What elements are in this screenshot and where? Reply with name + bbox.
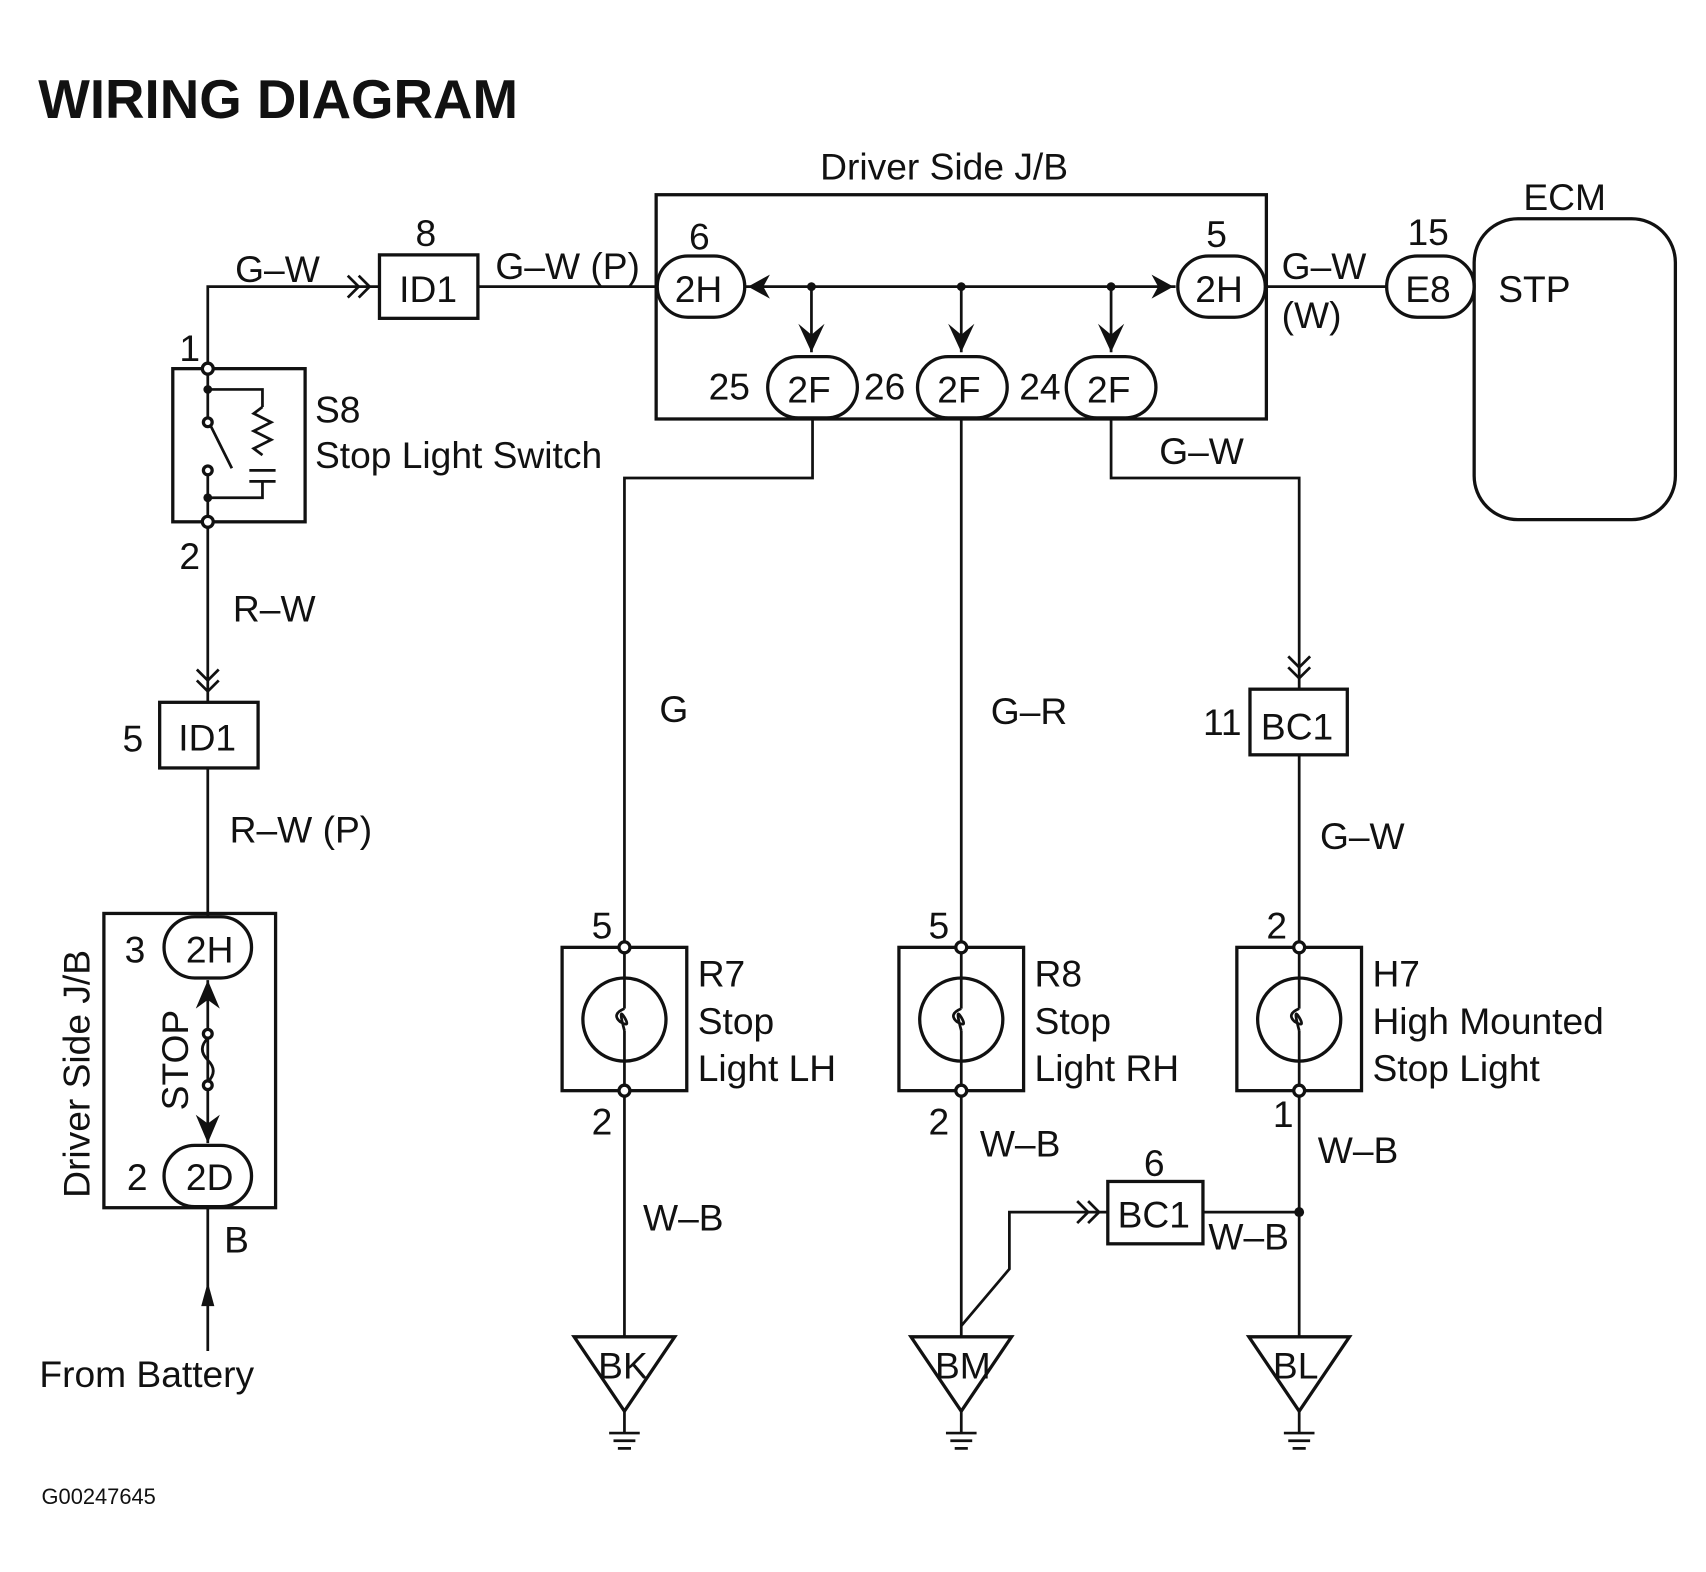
pin-label: 2 <box>127 1156 148 1198</box>
connector-bc1-6: BC1 <box>1118 1193 1190 1235</box>
pin-label: 2 <box>179 535 200 577</box>
pin-label: 26 <box>864 365 905 407</box>
lamp-name: Light LH <box>698 1047 836 1089</box>
wire-label: G–W <box>1282 245 1367 287</box>
wire-label: W–B <box>643 1197 724 1239</box>
pin-label: 2 <box>928 1100 949 1142</box>
ground-label: BK <box>598 1344 648 1386</box>
wire-label: W–B <box>1208 1215 1289 1257</box>
wire-label: B <box>224 1219 249 1261</box>
wire-label: R–W <box>233 587 316 629</box>
pin-label: 5 <box>122 718 143 760</box>
lamp-name: High Mounted <box>1372 1000 1603 1042</box>
pin-label: 5 <box>928 905 949 947</box>
switch-name: Stop Light Switch <box>315 434 602 476</box>
pin-label: 5 <box>592 905 613 947</box>
connector-2h-left: 2H <box>675 268 723 310</box>
lamp-name: Stop <box>698 1000 774 1042</box>
pin-label: 11 <box>1203 701 1242 743</box>
pin-label: 24 <box>1019 365 1060 407</box>
connector-2f-24: 2F <box>1087 369 1130 411</box>
from-battery-label: From Battery <box>39 1353 254 1395</box>
wire-label: W–B <box>1318 1129 1399 1171</box>
pin-label: 6 <box>1144 1142 1165 1184</box>
pin-label: 15 <box>1407 211 1448 253</box>
ecm: E8 15 ECM STP <box>1385 176 1678 522</box>
connector-e8: E8 <box>1405 268 1450 310</box>
left-supply: R–W ID1 5 R–W (P) Driver Side J/B 2H 3 2… <box>39 527 372 1395</box>
ground-symbol-icon <box>571 1335 678 1450</box>
pin-label: 2 <box>1266 905 1287 947</box>
lamp-code: H7 <box>1372 953 1420 995</box>
wire-label: R–W (P) <box>230 808 372 850</box>
connector-bc1-11: BC1 <box>1261 706 1333 748</box>
lamp-code: R8 <box>1035 953 1083 995</box>
pin-label: 3 <box>125 929 146 971</box>
ground-link: BC1 6 W–B <box>960 1142 1305 1327</box>
jb-left-label: Driver Side J/B <box>56 950 98 1198</box>
pin-label: 1 <box>1273 1093 1294 1135</box>
ground-label: BM <box>935 1344 991 1386</box>
pin-label: 5 <box>1206 213 1227 255</box>
lamp-name: Stop <box>1035 1000 1111 1042</box>
ground-symbol-icon <box>1245 1335 1353 1450</box>
connector-2d: 2D <box>186 1156 234 1198</box>
ground-label: BL <box>1273 1344 1318 1386</box>
top-wire: G–W ID1 8 G–W (P) G–W (W) <box>206 212 1387 369</box>
ecm-label: ECM <box>1523 176 1606 218</box>
lamp-code: R7 <box>698 953 746 995</box>
wire-label: G–W <box>235 248 320 290</box>
switch-code: S8 <box>315 388 360 430</box>
diagram-title: WIRING DIAGRAM <box>38 68 518 130</box>
lamp-feeds: G–W BC1 11 G G–R G–W <box>623 418 1405 943</box>
pin-label: 8 <box>416 212 437 254</box>
pin-label: 6 <box>689 215 710 257</box>
pin-label: 2 <box>592 1100 613 1142</box>
lamp-name: Stop Light <box>1372 1047 1540 1089</box>
connector-id1-top: ID1 <box>399 268 457 310</box>
wire-label: (W) <box>1282 294 1342 336</box>
connector-id1-left: ID1 <box>178 716 236 758</box>
connector-2f-26: 2F <box>937 369 980 411</box>
pin-label: 1 <box>179 327 200 369</box>
pin-label: 25 <box>709 365 750 407</box>
figure-id: G00247645 <box>42 1484 156 1509</box>
connector-2h-left-jb: 2H <box>186 929 234 971</box>
ground-symbol-icon <box>907 1335 1015 1450</box>
wire-label: W–B <box>980 1122 1061 1164</box>
jb-top-label: Driver Side J/B <box>820 145 1068 187</box>
wire-label: G–W (P) <box>495 245 640 287</box>
fuse-stop-label: STOP <box>154 1010 196 1111</box>
connector-2h-right: 2H <box>1195 268 1243 310</box>
wire-label: G–W <box>1320 815 1405 857</box>
wire-label: G–R <box>991 690 1067 732</box>
lamp-name: Light RH <box>1035 1047 1180 1089</box>
wire-label: G <box>659 688 688 730</box>
connector-2f-25: 2F <box>787 369 830 411</box>
stop-light-switch: 1 2 S8 Stop Light Switch <box>171 327 602 577</box>
wire-label: G–W <box>1159 430 1244 472</box>
driver-side-jb-top: Driver Side J/B 2H 6 2H 5 2F 25 2F 26 2F… <box>654 145 1269 421</box>
stp-terminal: STP <box>1498 268 1570 310</box>
